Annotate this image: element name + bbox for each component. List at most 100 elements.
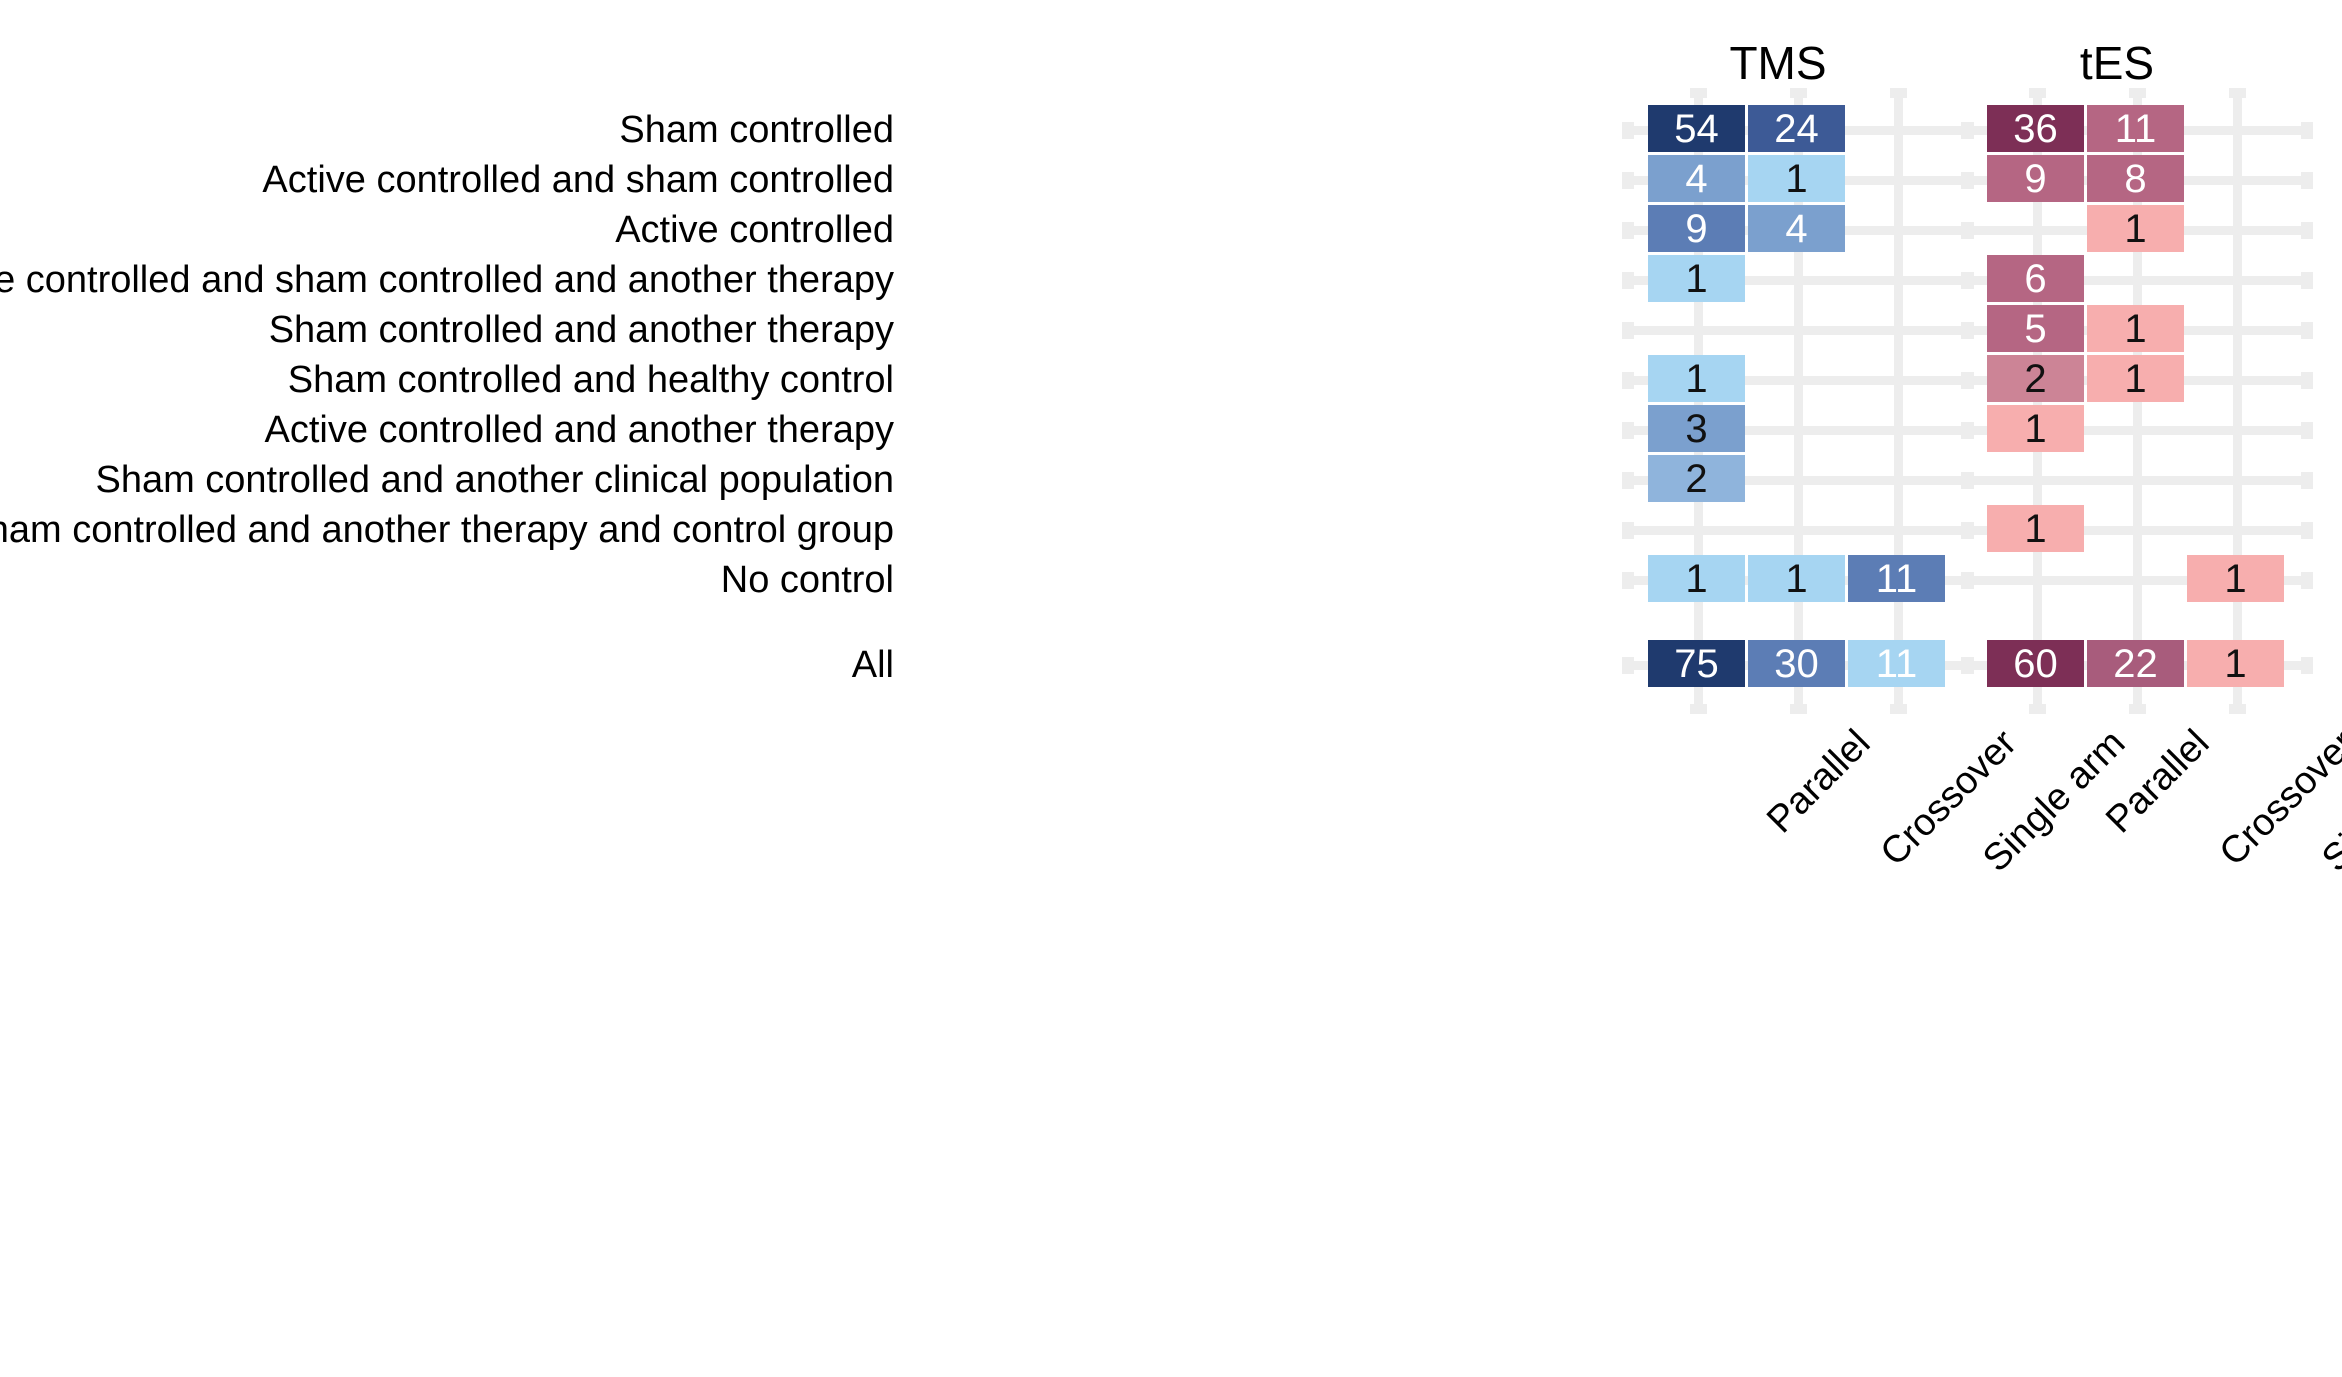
heatmap-cell[interactable]: 1 (2087, 355, 2184, 402)
axis-tick-mark (2301, 472, 2313, 489)
cell-value: 60 (2013, 641, 2058, 686)
axis-tick-mark (2301, 422, 2313, 439)
heatmap-cell[interactable]: 4 (1748, 205, 1845, 252)
row-label: Sham controlled and another therapy and … (0, 509, 894, 551)
heatmap-cell[interactable]: 5 (1987, 305, 2084, 352)
axis-tick-mark (1961, 222, 1973, 239)
cell-value: 1 (2024, 406, 2047, 451)
heatmap-cell[interactable]: 1 (1648, 555, 1745, 602)
gridline-vertical (1894, 88, 1903, 714)
cell-value: 4 (1685, 156, 1708, 201)
axis-tick-mark (2229, 704, 2246, 714)
axis-tick-mark (1961, 372, 1973, 389)
gridline-vertical (2233, 88, 2242, 714)
axis-tick-mark (1790, 704, 1807, 714)
heatmap-cell[interactable]: 30 (1748, 640, 1845, 687)
axis-tick-mark (1690, 88, 1707, 98)
heatmap-cell[interactable]: 11 (1848, 555, 1945, 602)
axis-tick-mark (2301, 272, 2313, 289)
heatmap-cell[interactable]: 8 (2087, 155, 2184, 202)
cell-value: 4 (1785, 206, 1808, 251)
heatmap-cell[interactable]: 60 (1987, 640, 2084, 687)
row-label: Active controlled and sham controlled (262, 159, 894, 201)
axis-tick-mark (1622, 657, 1634, 674)
heatmap-cell[interactable]: 11 (1848, 640, 1945, 687)
heatmap-cell[interactable]: 1 (2187, 555, 2284, 602)
axis-tick-mark (1961, 122, 1973, 139)
heatmap-cell[interactable]: 54 (1648, 105, 1745, 152)
axis-tick-mark (1961, 272, 1973, 289)
axis-tick-mark (1622, 272, 1634, 289)
cell-value: 1 (2124, 356, 2147, 401)
axis-tick-mark (1961, 522, 1973, 539)
axis-tick-mark (2301, 322, 2313, 339)
axis-tick-mark (2129, 704, 2146, 714)
axis-tick-mark (1622, 172, 1634, 189)
cell-value: 75 (1674, 641, 1719, 686)
heatmap-cell[interactable]: 11 (2087, 105, 2184, 152)
cell-value: 9 (1685, 206, 1708, 251)
heatmap-cell[interactable]: 1 (1987, 505, 2084, 552)
heatmap-cell[interactable]: 4 (1648, 155, 1745, 202)
cell-value: 1 (1685, 256, 1708, 301)
gridline-vertical (1794, 88, 1803, 714)
axis-tick-mark (2301, 522, 2313, 539)
cell-value: 1 (1685, 356, 1708, 401)
heatmap-cell[interactable]: 1 (2187, 640, 2284, 687)
axis-tick-mark (1961, 472, 1973, 489)
heatmap-cell[interactable]: 22 (2087, 640, 2184, 687)
cell-value: 11 (2114, 106, 2157, 151)
cell-value: 54 (1674, 106, 1719, 151)
panel-header-tes: tES (2079, 37, 2155, 89)
axis-tick-mark (1622, 472, 1634, 489)
axis-tick-mark (1622, 222, 1634, 239)
axis-tick-mark (2301, 172, 2313, 189)
heatmap-cell[interactable]: 1 (1648, 255, 1745, 302)
heatmap-cell[interactable]: 1 (2087, 305, 2184, 352)
panel-header-tms: TMS (1729, 37, 1827, 89)
column-tick-label: Parallel (1759, 722, 1879, 842)
axis-tick-mark (1622, 522, 1634, 539)
heatmap-cell[interactable]: 3 (1648, 405, 1745, 452)
heatmap-cell[interactable]: 6 (1987, 255, 2084, 302)
heatmap-cell[interactable]: 2 (1987, 355, 2084, 402)
cell-value: 11 (1875, 641, 1918, 686)
cell-value: 22 (2113, 641, 2158, 686)
cell-value: 3 (1685, 406, 1708, 451)
axis-tick-mark (1961, 657, 1973, 674)
row-label: Active controlled (615, 209, 894, 251)
cell-value: 1 (1785, 556, 1808, 601)
axis-tick-mark (1790, 88, 1807, 98)
cell-value: 1 (1785, 156, 1808, 201)
axis-tick-mark (2301, 372, 2313, 389)
axis-tick-mark (2301, 122, 2313, 139)
heatmap-cell[interactable]: 1 (1748, 155, 1845, 202)
cell-value: 30 (1774, 641, 1819, 686)
heatmap-cell[interactable]: 36 (1987, 105, 2084, 152)
heatmap-cell[interactable]: 75 (1648, 640, 1745, 687)
cell-value: 1 (2024, 506, 2047, 551)
heatmap-cell[interactable]: 1 (1648, 355, 1745, 402)
heatmap-cell[interactable]: 2 (1648, 455, 1745, 502)
cell-value: 2 (1685, 456, 1708, 501)
cell-value: 6 (2024, 256, 2047, 301)
axis-tick-mark (1961, 172, 1973, 189)
cell-value: 24 (1774, 106, 1819, 151)
row-label: Active controlled and another therapy (264, 409, 894, 451)
axis-tick-mark (2229, 88, 2246, 98)
heatmap-cell[interactable]: 1 (1748, 555, 1845, 602)
heatmap-cell[interactable]: 24 (1748, 105, 1845, 152)
heatmap-cell[interactable]: 1 (2087, 205, 2184, 252)
axis-tick-mark (1622, 372, 1634, 389)
row-label: Active controlled and sham controlled an… (0, 259, 894, 301)
cell-value: 1 (2124, 306, 2147, 351)
heatmap-cell[interactable]: 9 (1987, 155, 2084, 202)
heatmap-cell[interactable]: 9 (1648, 205, 1745, 252)
cell-value: 8 (2124, 156, 2147, 201)
heatmap-cell[interactable]: 1 (1987, 405, 2084, 452)
axis-tick-mark (2129, 88, 2146, 98)
cell-value: 5 (2024, 306, 2047, 351)
axis-tick-mark (1690, 704, 1707, 714)
